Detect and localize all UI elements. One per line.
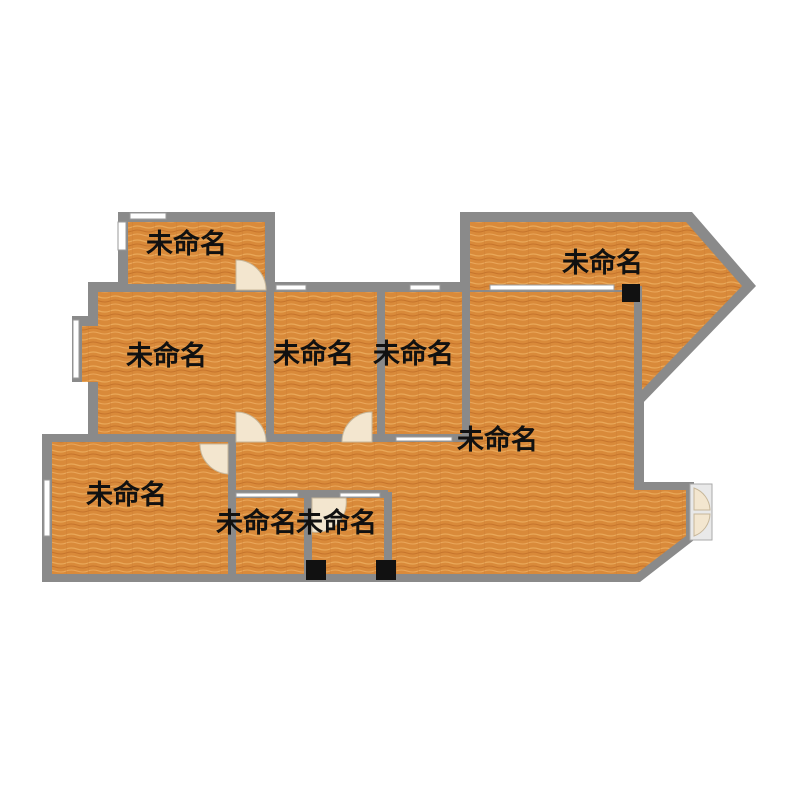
structural-column <box>622 284 640 302</box>
windows <box>43 212 615 537</box>
structural-column <box>376 560 396 580</box>
room-label-left-upper: 未命名 <box>126 340 207 372</box>
room-label-middle-2: 未命名 <box>373 338 454 370</box>
floor-room-bottom-1 <box>234 498 304 574</box>
room-label-top-small: 未命名 <box>146 228 227 260</box>
window <box>339 492 381 498</box>
columns <box>306 284 640 580</box>
floor-room-middle-1 <box>274 292 377 434</box>
room-label-middle-1: 未命名 <box>273 338 354 370</box>
partition <box>304 494 312 578</box>
entry-door-swing <box>693 487 711 511</box>
partitions <box>90 286 642 580</box>
room-label-left-lower: 未命名 <box>86 479 167 511</box>
room-label-bottom-1: 未命名 <box>216 507 297 539</box>
door-swing <box>311 497 347 533</box>
partition <box>384 494 392 578</box>
window <box>395 436 453 442</box>
structural-column <box>306 560 326 580</box>
floor-room-middle-2 <box>385 292 463 434</box>
window <box>409 284 441 291</box>
floors <box>52 222 742 574</box>
room-labels: 未命名 未命名 未命名 未命名 未命名 未命名 未命名 未命名 未命名 <box>86 228 643 539</box>
floor-room-left-lower <box>52 442 228 574</box>
partition <box>377 286 385 442</box>
window <box>489 284 615 291</box>
window <box>275 284 307 291</box>
partition <box>228 434 236 580</box>
window <box>235 492 299 498</box>
floor-room-left-upper <box>82 292 266 434</box>
window <box>129 212 167 220</box>
door-swing <box>199 443 229 475</box>
door-swing <box>341 411 373 443</box>
partition <box>634 286 642 486</box>
partition <box>90 434 470 442</box>
door-swing <box>235 259 267 291</box>
partition <box>266 286 274 442</box>
partition <box>462 286 470 442</box>
doors <box>199 259 713 541</box>
floor-room-central <box>232 292 686 574</box>
window <box>43 479 51 537</box>
entry-door-swing <box>693 513 711 537</box>
room-label-right-angled: 未命名 <box>562 247 643 279</box>
window <box>117 221 127 251</box>
door-swing <box>235 411 267 443</box>
window <box>72 319 80 379</box>
room-label-central: 未命名 <box>457 424 538 456</box>
room-label-bottom-2: 未命名 <box>296 507 377 539</box>
floor-room-right-angled <box>470 222 742 392</box>
